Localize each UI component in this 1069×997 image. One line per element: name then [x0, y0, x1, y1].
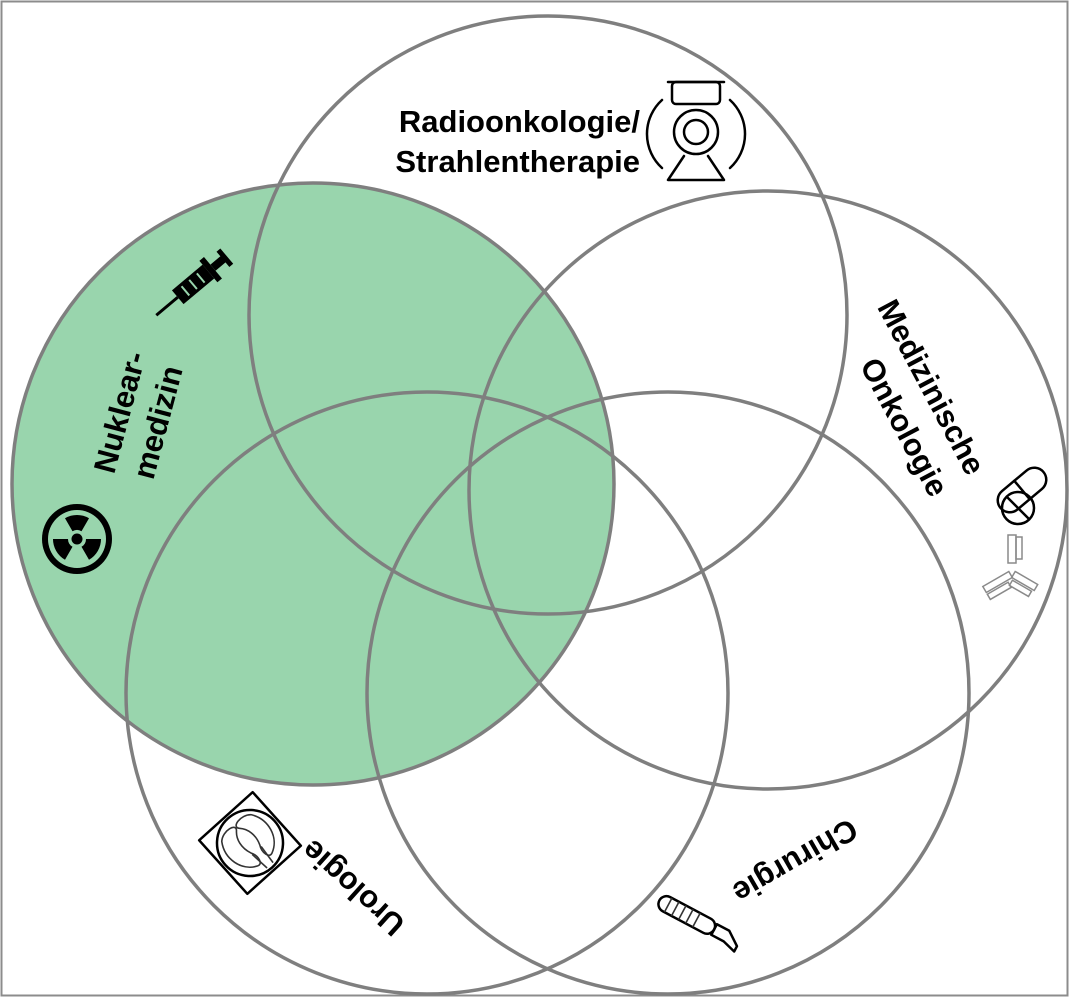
radiooncology-circle	[247, 14, 849, 616]
pill-icon	[996, 466, 1048, 526]
radiation-icon	[42, 504, 112, 574]
scalpel-icon	[657, 894, 739, 953]
nuclear-medicine-circle-fill	[12, 183, 614, 785]
medical-oncology-circle	[467, 189, 1069, 791]
urology-circle	[124, 390, 730, 996]
antibody-icon	[981, 534, 1039, 601]
radiooncology-label-line1: Radioonkologie/	[399, 104, 641, 139]
nuclear-medicine-circle	[10, 181, 616, 787]
surgery-circle	[365, 390, 971, 996]
radiotherapy-machine-icon	[645, 80, 747, 182]
kidney-icon	[197, 790, 303, 896]
radiooncology-label-line2: Strahlentherapie	[395, 144, 640, 179]
syringe-icon	[155, 248, 234, 317]
